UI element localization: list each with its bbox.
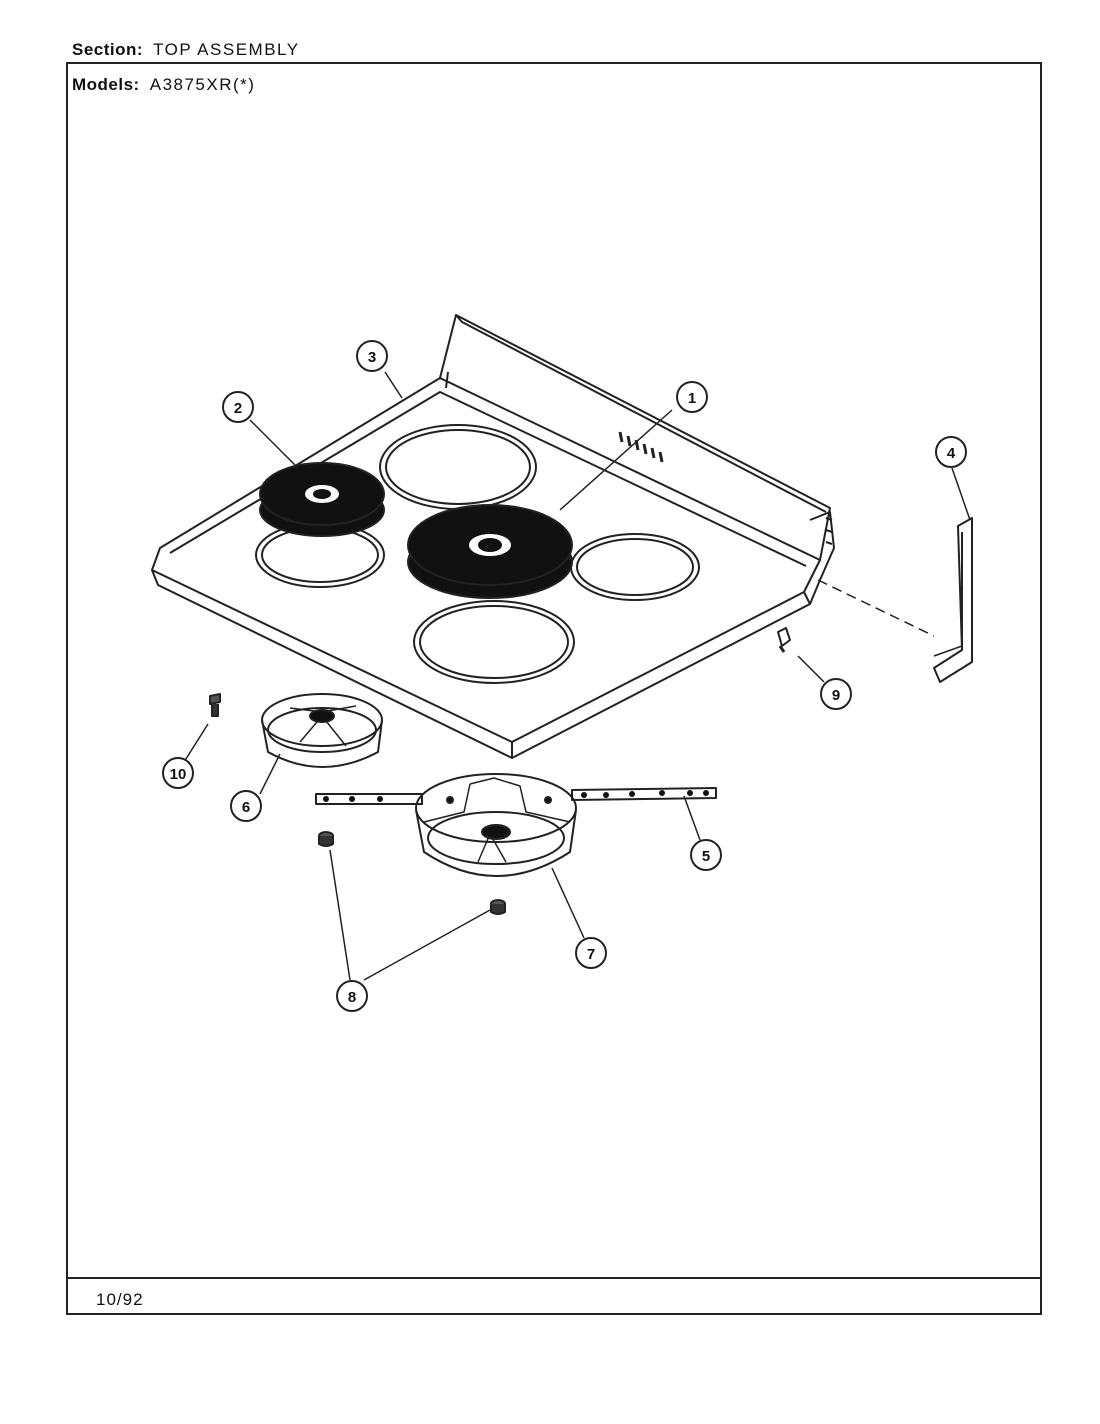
footer-date: 10/92	[96, 1290, 144, 1309]
side-trim	[933, 517, 973, 683]
screw	[209, 693, 221, 717]
callout-4: 4	[935, 436, 967, 468]
svg-text:8: 8	[348, 989, 356, 1006]
svg-text:10: 10	[170, 766, 187, 783]
leader-lines	[183, 371, 971, 981]
support-bracket	[315, 787, 717, 805]
svg-text:6: 6	[242, 799, 250, 816]
svg-text:9: 9	[832, 687, 840, 704]
callout-1: 1	[676, 381, 708, 413]
nut	[318, 831, 506, 915]
section-header: Section: TOP ASSEMBLY	[72, 40, 300, 60]
drip-bowl-small	[261, 693, 383, 768]
svg-text:2: 2	[234, 400, 242, 417]
svg-text:4: 4	[947, 445, 956, 462]
section-label: Section:	[72, 40, 144, 59]
assembly-guide-line	[817, 579, 935, 637]
callout-3: 3	[356, 340, 388, 372]
callout-10: 10	[162, 757, 194, 789]
footer-divider	[66, 1277, 1042, 1279]
models-header: Models: A3875XR(*)	[72, 75, 255, 95]
svg-text:5: 5	[702, 848, 710, 865]
svg-text:1: 1	[688, 390, 696, 407]
cooktop-main-top	[151, 314, 835, 759]
callout-2: 2	[222, 391, 254, 423]
drip-bowl-large	[415, 773, 577, 877]
callout-7: 7	[575, 937, 607, 969]
callout-9: 9	[820, 678, 852, 710]
section-value: TOP ASSEMBLY	[153, 40, 300, 59]
svg-text:3: 3	[368, 349, 376, 366]
models-label: Models:	[72, 75, 140, 94]
svg-text:7: 7	[587, 946, 595, 963]
surface-element-small	[259, 462, 385, 537]
surface-element-large	[407, 504, 573, 599]
callout-6: 6	[230, 790, 262, 822]
clip	[777, 627, 791, 653]
models-value: A3875XR(*)	[149, 75, 256, 94]
callout-8: 8	[336, 980, 368, 1012]
callout-5: 5	[690, 839, 722, 871]
diagram-frame	[66, 62, 1042, 1315]
